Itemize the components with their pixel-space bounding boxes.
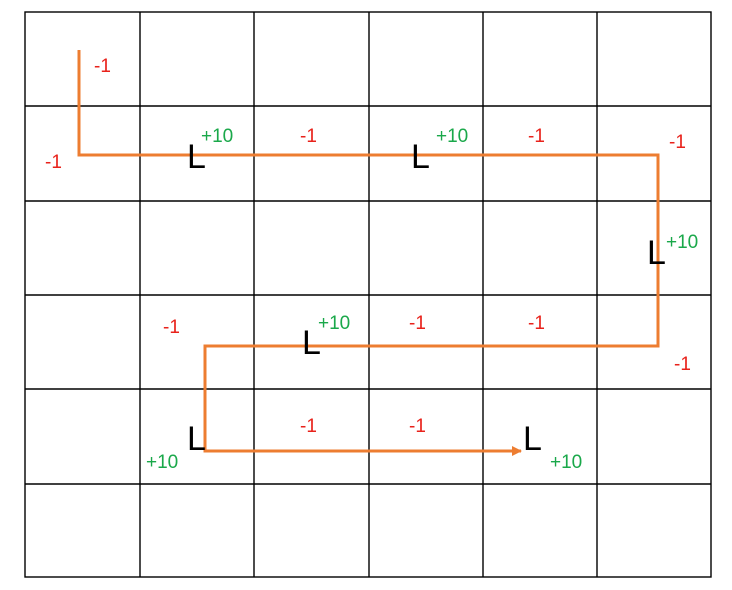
agent-path-arrow bbox=[77, 50, 660, 456]
reward-label: +10 bbox=[550, 452, 582, 473]
penalty-label: -1 bbox=[300, 416, 317, 437]
penalty-label: -1 bbox=[163, 317, 180, 338]
marker-L: L bbox=[523, 420, 542, 458]
penalty-label: -1 bbox=[528, 313, 545, 334]
grid bbox=[24, 11, 712, 578]
marker-L: L bbox=[411, 138, 430, 176]
marker-L: L bbox=[302, 324, 321, 362]
penalty-label: -1 bbox=[94, 56, 111, 77]
marker-L: L bbox=[647, 234, 666, 272]
penalty-label: -1 bbox=[409, 416, 426, 437]
marker-L: L bbox=[187, 420, 206, 458]
reward-label: +10 bbox=[146, 452, 178, 473]
reward-label: +10 bbox=[666, 232, 698, 253]
reward-label: +10 bbox=[436, 126, 468, 147]
reward-label: +10 bbox=[201, 126, 233, 147]
penalty-label: -1 bbox=[45, 152, 62, 173]
marker-L: L bbox=[187, 138, 206, 176]
penalty-label: -1 bbox=[674, 354, 691, 375]
penalty-label: -1 bbox=[409, 313, 426, 334]
penalty-labels: -1 -1 -1 -1 -1 -1 -1 -1 -1 -1 -1 bbox=[45, 56, 691, 437]
markers: L L L L L L bbox=[187, 138, 666, 458]
penalty-label: -1 bbox=[528, 126, 545, 147]
reward-label: +10 bbox=[318, 313, 350, 334]
reward-labels: +10 +10 +10 +10 +10 +10 bbox=[146, 126, 698, 473]
penalty-label: -1 bbox=[300, 126, 317, 147]
penalty-label: -1 bbox=[669, 132, 686, 153]
